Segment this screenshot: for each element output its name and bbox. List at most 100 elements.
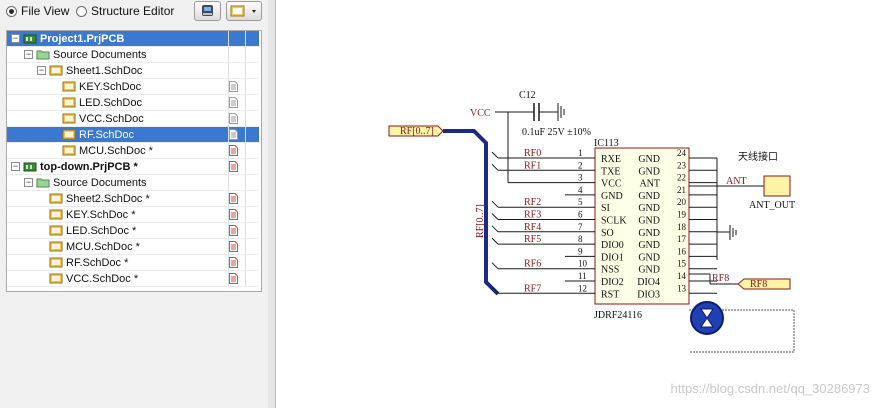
- tree-row[interactable]: MCU.SchDoc *: [7, 239, 259, 255]
- tree-item-label: MCU.SchDoc *: [79, 145, 153, 157]
- grid-line: [228, 63, 229, 79]
- pin-number: 23: [677, 160, 687, 170]
- tree-row[interactable]: − Source Documents: [7, 47, 259, 63]
- vcc-label: VCC: [470, 108, 491, 119]
- ic-part: JDRF24116: [594, 310, 642, 321]
- tree-row[interactable]: KEY.SchDoc *: [7, 207, 259, 223]
- grid-line: [245, 143, 246, 159]
- tree-row[interactable]: −Project1.PrjPCB: [7, 31, 259, 47]
- row-separator: [7, 142, 259, 143]
- folder-icon: [36, 50, 50, 60]
- row-separator: [7, 94, 259, 95]
- pin-number: 3: [578, 173, 583, 183]
- tree-row[interactable]: VCC.SchDoc *: [7, 271, 259, 287]
- tree-row[interactable]: −Sheet1.SchDoc: [7, 63, 259, 79]
- schematic-sheet-icon: [49, 65, 63, 76]
- pin-number: 13: [677, 283, 687, 293]
- grid-line: [245, 159, 246, 175]
- pin-name: DIO3: [637, 289, 660, 300]
- tree-row[interactable]: −top-down.PrjPCB *: [7, 159, 259, 175]
- project-tree[interactable]: −Project1.PrjPCB−Source Documents−Sheet1…: [6, 30, 262, 292]
- tree-row[interactable]: LED.SchDoc *: [7, 223, 259, 239]
- rf-bus-port[interactable]: RF[0..7]: [388, 125, 444, 137]
- pin-number: 21: [677, 185, 686, 195]
- structure-editor-radio[interactable]: [76, 6, 87, 17]
- bus-label: RF[0..7]: [475, 204, 486, 238]
- folder-menu-icon: [230, 5, 256, 17]
- ic-body[interactable]: [594, 147, 690, 305]
- pcb-project-icon: [23, 34, 37, 44]
- expand-toggle[interactable]: −: [11, 161, 20, 171]
- ant-connector[interactable]: [763, 175, 791, 197]
- selection-box: [689, 309, 795, 353]
- tree-row[interactable]: RF.SchDoc *: [7, 255, 259, 271]
- net-label: RF0: [524, 148, 541, 159]
- pin-number: 5: [578, 197, 583, 207]
- pin-name: GND: [601, 191, 623, 202]
- file-view-label[interactable]: File View: [21, 4, 70, 18]
- file-view-radio[interactable]: [6, 6, 17, 17]
- tree-row[interactable]: MCU.SchDoc *: [7, 143, 259, 159]
- ic-ref: IC113: [594, 138, 619, 149]
- panel-splitter[interactable]: [268, 0, 276, 408]
- schematic-sheet-icon: [62, 97, 76, 108]
- watermark-text: https://blog.csdn.net/qq_30286973: [670, 381, 871, 396]
- project-menu-button[interactable]: [226, 1, 262, 21]
- pin-number: 14: [677, 271, 687, 281]
- pin-name: SO: [601, 228, 614, 239]
- pin-name: GND: [638, 240, 660, 251]
- workspace-button[interactable]: [194, 1, 221, 21]
- rf8-port[interactable]: RF8: [737, 278, 791, 290]
- tree-row[interactable]: VCC.SchDoc: [7, 111, 259, 127]
- expand-toggle[interactable]: −: [24, 177, 33, 187]
- expand-toggle[interactable]: −: [11, 33, 20, 43]
- tree-row[interactable]: LED.SchDoc: [7, 95, 259, 111]
- schematic-drawing: .w{stroke:#1a1a1a;stroke-width:1;fill:no…: [388, 90, 795, 353]
- pin-name: VCC: [601, 179, 622, 190]
- tree-item-label: LED.SchDoc *: [66, 225, 137, 237]
- tree-item-label: VCC.SchDoc: [79, 113, 144, 125]
- tree-row[interactable]: Sheet2.SchDoc *: [7, 191, 259, 207]
- rf-bus[interactable]: [443, 129, 500, 296]
- expand-toggle[interactable]: −: [24, 49, 33, 59]
- grid-line: [228, 47, 229, 63]
- schematic-canvas[interactable]: .w{stroke:#1a1a1a;stroke-width:1;fill:no…: [276, 0, 878, 408]
- tree-item-label: Source Documents: [53, 49, 147, 61]
- schematic-sheet-icon: [49, 193, 63, 204]
- schematic-sheet-icon: [62, 129, 76, 140]
- structure-editor-label[interactable]: Structure Editor: [91, 4, 175, 18]
- workspace-icon: [202, 5, 213, 16]
- tree-row[interactable]: RF.SchDoc: [7, 127, 259, 143]
- modified-document-icon: [229, 145, 238, 156]
- modified-document-icon: [229, 241, 238, 252]
- expand-toggle[interactable]: −: [37, 65, 46, 75]
- tree-row[interactable]: −Source Documents: [7, 175, 259, 191]
- tree-row[interactable]: KEY.SchDoc: [7, 79, 259, 95]
- grid-line: [228, 111, 229, 127]
- schematic-sheet-icon: [62, 81, 76, 92]
